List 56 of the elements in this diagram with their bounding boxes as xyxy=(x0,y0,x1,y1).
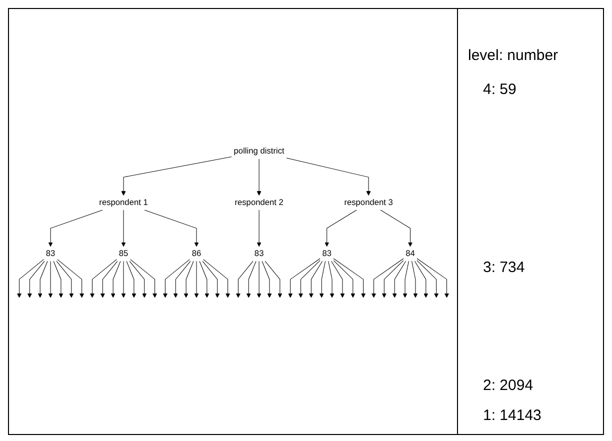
arrow xyxy=(416,258,450,298)
arrow xyxy=(308,260,323,298)
arrow xyxy=(121,156,232,196)
arrow xyxy=(48,260,53,298)
arrow xyxy=(38,260,48,298)
arrow xyxy=(333,258,366,298)
arrow xyxy=(110,260,121,298)
arrow xyxy=(392,260,406,298)
arrow xyxy=(100,260,118,298)
arrow xyxy=(194,260,199,298)
arrow xyxy=(27,260,45,298)
arrow xyxy=(246,260,256,298)
arrow xyxy=(202,260,220,298)
arrow xyxy=(331,260,345,298)
arrow xyxy=(380,209,413,246)
arrow xyxy=(53,260,64,298)
arrow xyxy=(328,260,334,298)
arrow xyxy=(48,209,103,246)
arrow xyxy=(16,258,44,298)
arrow xyxy=(236,260,254,298)
arrow xyxy=(256,260,262,298)
arrow xyxy=(371,258,404,298)
arrow xyxy=(129,260,147,298)
level-count: 1: 14143 xyxy=(483,407,542,424)
arrow xyxy=(382,260,404,298)
level-count: 4: 59 xyxy=(483,81,516,98)
arrow xyxy=(414,260,428,298)
arrow xyxy=(256,209,262,246)
arrow xyxy=(173,260,191,298)
arrow xyxy=(416,260,439,298)
arrow xyxy=(121,260,126,298)
arrow xyxy=(202,258,230,298)
arrow xyxy=(319,260,326,298)
arrow xyxy=(162,258,190,298)
arrow xyxy=(199,260,210,298)
arrow xyxy=(298,260,320,298)
level-count: 2: 2094 xyxy=(483,377,534,394)
arrow xyxy=(57,258,84,298)
arrow xyxy=(56,260,74,298)
arrow xyxy=(324,209,357,246)
arrow xyxy=(144,209,199,246)
arrow xyxy=(121,209,126,246)
arrow xyxy=(130,258,158,298)
arrow xyxy=(90,258,118,298)
level-count: 3: 734 xyxy=(483,259,525,276)
arrow xyxy=(256,158,262,196)
arrow xyxy=(333,260,356,298)
arrow xyxy=(402,260,410,298)
arrow xyxy=(286,157,371,196)
arrow xyxy=(264,260,282,298)
arrow xyxy=(262,260,272,298)
column-heading: level: number xyxy=(468,47,558,64)
arrow xyxy=(184,260,194,298)
arrow xyxy=(411,260,418,298)
arrow xyxy=(288,258,320,298)
arrow xyxy=(126,260,136,298)
